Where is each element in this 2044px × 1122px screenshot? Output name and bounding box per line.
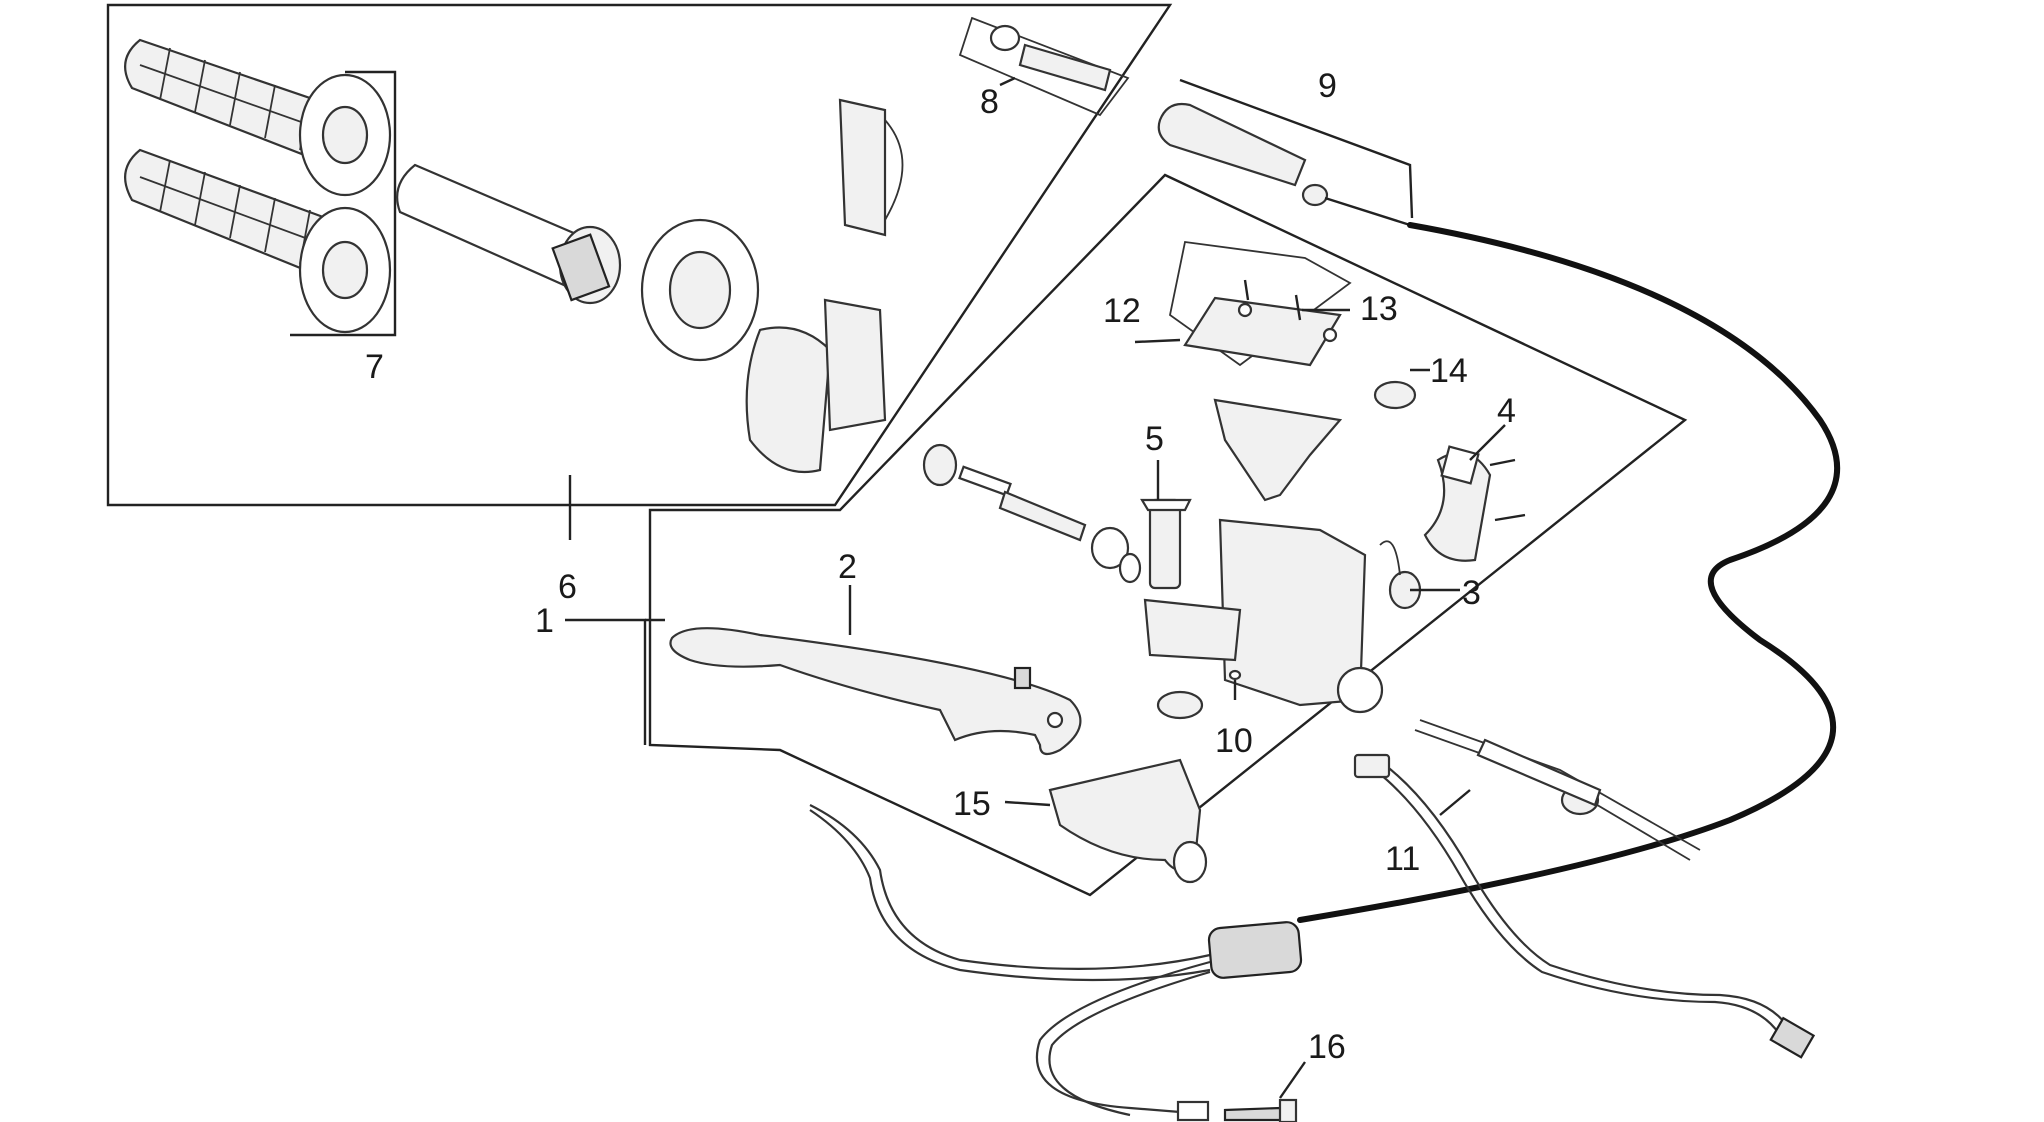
clamp-4 <box>1423 445 1492 562</box>
callout-9: 9 <box>1318 67 1337 105</box>
callout-14: 14 <box>1430 352 1468 390</box>
callout-6: 6 <box>558 568 577 606</box>
brake-switch-3 <box>1379 540 1422 610</box>
throttle-cable <box>1297 222 1840 923</box>
callout-11: 11 <box>1385 840 1420 878</box>
callout-7: 7 <box>365 348 384 386</box>
brake-lever-2 <box>669 627 1082 756</box>
callout-15: 15 <box>953 785 991 823</box>
bracket-7 <box>290 70 397 337</box>
push-rod-assembly <box>922 443 1142 584</box>
washer <box>1156 690 1204 720</box>
wiring-harness <box>809 804 1303 1122</box>
group-outline-6 <box>106 3 1173 507</box>
clamp-screws <box>1489 458 1526 522</box>
handlebar-grip-upper <box>124 38 392 197</box>
callout-8: 8 <box>980 83 999 121</box>
cable-end-9 <box>1301 183 1411 227</box>
group-outline-8 <box>958 16 1130 117</box>
bolt-10 <box>1228 669 1242 681</box>
screw-8 <box>989 24 1112 92</box>
leader-lines <box>565 76 1506 1099</box>
callout-1: 1 <box>535 602 554 640</box>
master-cylinder-body <box>1143 518 1384 714</box>
callout-3: 3 <box>1462 574 1481 612</box>
piston-5 <box>1140 498 1192 590</box>
reservoir-cap <box>1183 296 1342 367</box>
adjuster-screw-16 <box>1223 1098 1298 1122</box>
throttle-housing-upper <box>838 98 904 237</box>
diaphragm-14 <box>1373 380 1417 410</box>
reservoir-body <box>1213 398 1343 502</box>
lever-boot-15 <box>1048 758 1208 884</box>
callout-2: 2 <box>838 548 857 586</box>
callout-10: 10 <box>1215 722 1253 760</box>
callout-4: 4 <box>1497 392 1516 430</box>
brake-cable-lower <box>1414 719 1701 861</box>
callout-16: 16 <box>1308 1028 1346 1066</box>
switch-wire-11 <box>1353 753 1816 1059</box>
throttle-housing-lower <box>745 298 887 474</box>
callout-12: 12 <box>1103 292 1141 330</box>
throttle-tube <box>396 163 622 305</box>
bracket-9 <box>1179 78 1414 219</box>
group-outline-1 <box>648 173 1688 897</box>
cable-sleeve-9 <box>1157 102 1307 187</box>
throttle-cam-ring <box>640 218 760 362</box>
handlebar-grip-lower <box>124 148 392 334</box>
callout-5: 5 <box>1145 420 1164 458</box>
callout-13: 13 <box>1360 290 1398 328</box>
screws-13 <box>1243 279 1302 321</box>
